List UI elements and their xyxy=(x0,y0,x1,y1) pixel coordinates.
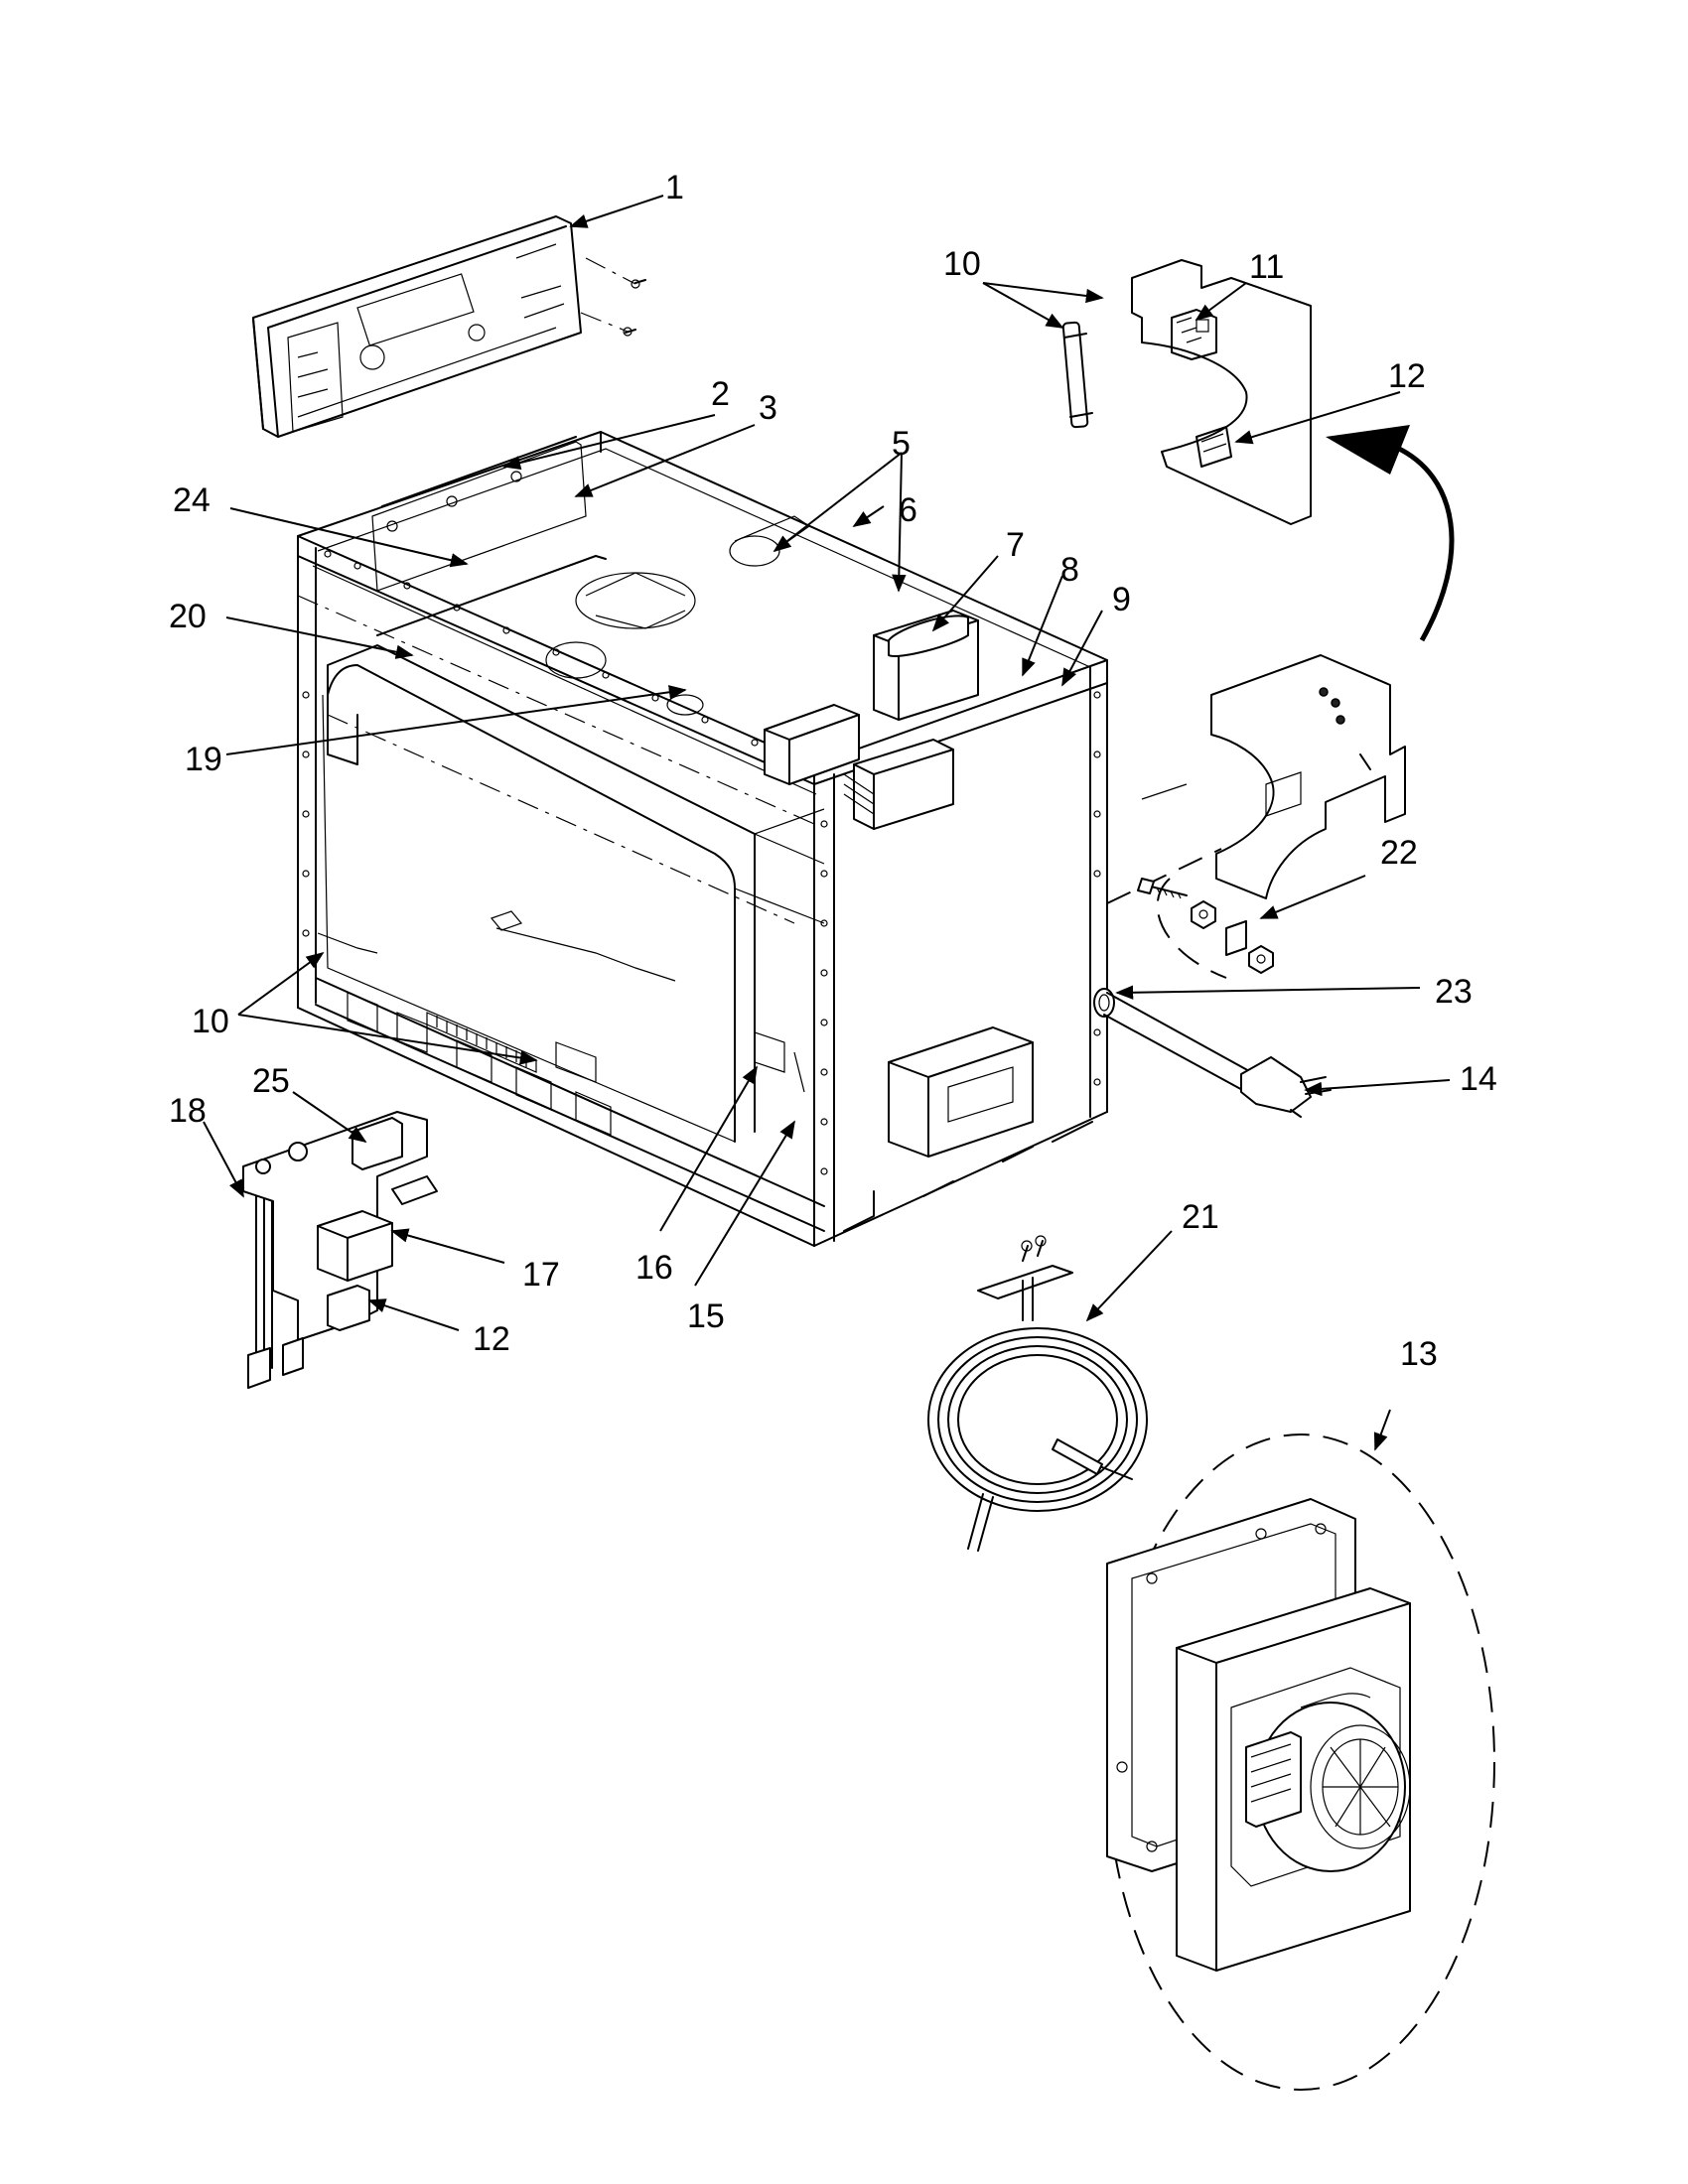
oven-cabinet-frame xyxy=(297,431,1222,1247)
callout-15: 15 xyxy=(687,1297,725,1335)
low-voltage-transformer xyxy=(888,1026,1034,1158)
callout-23: 23 xyxy=(1435,973,1473,1011)
callout-8: 8 xyxy=(1060,551,1079,589)
top-cover-plate xyxy=(371,436,587,592)
callout-3: 3 xyxy=(759,389,777,427)
callout-21: 21 xyxy=(1182,1198,1219,1236)
callout-14: 14 xyxy=(1460,1060,1497,1098)
callout-7: 7 xyxy=(1006,526,1025,564)
callout-18: 18 xyxy=(169,1092,207,1130)
callout-6: 6 xyxy=(899,491,917,529)
cooling-fan-motor xyxy=(545,515,811,716)
control-panel-part xyxy=(252,215,646,438)
callout-24: 24 xyxy=(173,481,211,519)
callout-16: 16 xyxy=(635,1249,673,1287)
callout-10-lower: 10 xyxy=(192,1003,229,1040)
callout-leaders xyxy=(203,195,1451,1451)
callout-13: 13 xyxy=(1400,1335,1438,1373)
convection-fan-assembly xyxy=(1106,1433,1495,2091)
terminal-strip xyxy=(317,910,805,1093)
cavity-liner xyxy=(327,555,825,865)
callout-22: 22 xyxy=(1380,834,1418,872)
callout-17: 17 xyxy=(522,1256,560,1294)
callout-25: 25 xyxy=(252,1062,290,1100)
callout-11: 11 xyxy=(1249,248,1284,286)
assembly-direction-arrow xyxy=(1393,444,1455,642)
fuse-bracket-lower xyxy=(1210,654,1406,899)
callout-labels: 1 2 3 5 6 7 8 9 10 11 12 24 20 19 22 23 … xyxy=(169,169,1497,1373)
callout-10-upper: 10 xyxy=(943,245,981,283)
relay-bracket-assembly xyxy=(242,1111,438,1389)
assembly-arrow-head xyxy=(1326,425,1410,475)
power-cord xyxy=(1093,988,1332,1118)
callout-12-lower: 12 xyxy=(473,1320,510,1358)
callout-19: 19 xyxy=(185,741,222,778)
callout-1: 1 xyxy=(665,169,684,206)
callout-20: 20 xyxy=(169,598,207,635)
fuse-bracket-upper xyxy=(1061,259,1312,525)
mounting-hardware xyxy=(1137,878,1274,979)
high-voltage-transformers xyxy=(764,610,979,830)
convection-heating-element xyxy=(927,1235,1148,1552)
callout-5: 5 xyxy=(892,425,911,463)
callout-9: 9 xyxy=(1112,581,1131,618)
callout-2: 2 xyxy=(711,375,730,413)
callout-12-upper: 12 xyxy=(1388,357,1426,395)
